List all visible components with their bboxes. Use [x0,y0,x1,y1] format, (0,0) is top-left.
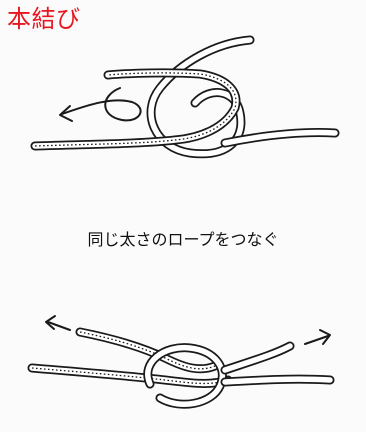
page-title: 本結び [7,5,81,33]
arrow-left [45,315,71,331]
arrow-right [304,329,331,345]
knot-illustration-step-2 [27,315,335,409]
plain-rope [143,341,335,409]
knot-illustration-step-1 [30,35,340,159]
hatched-rope [27,327,233,388]
caption: 同じ太さのロープをつなぐ [87,230,279,249]
arrow-left [59,87,142,122]
hatched-rope [30,68,241,151]
